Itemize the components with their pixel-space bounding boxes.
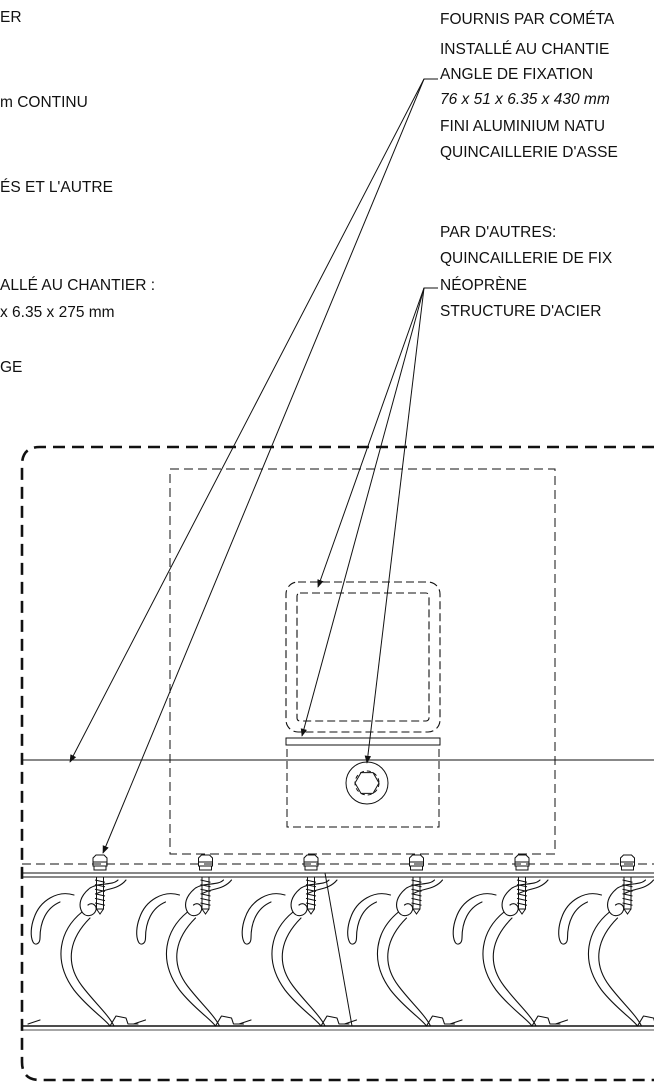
blade-profiles (27, 879, 654, 1027)
cometal-line-4: FINI ALUMINIUM NATU (440, 118, 605, 135)
cometal-line-1: INSTALLÉ AU CHANTIE (440, 41, 609, 58)
blade-profile (343, 879, 456, 1027)
leader-lines (69, 78, 438, 854)
left-note-3: ÉS ET L'AUTRE (0, 179, 113, 196)
rail-strip (22, 863, 654, 878)
blade-profile (238, 879, 350, 1027)
leader-others-neoprene (300, 287, 425, 737)
others-line-3: STRUCTURE D'ACIER (440, 303, 601, 320)
angle-leg-plate (286, 744, 440, 828)
steel-tube-section (285, 581, 441, 733)
fixation-angle-outline (169, 468, 556, 855)
cometal-line-5: QUINCAILLERIE D'ASSE (440, 144, 618, 161)
left-note-2: m CONTINU (0, 94, 88, 111)
blade-profile (449, 879, 561, 1027)
leader-cometal-hardware (102, 78, 425, 854)
left-note-6: GE (0, 359, 22, 376)
cometal-notes: FOURNIS PAR COMÉTA INSTALLÉ AU CHANTIE A… (440, 11, 618, 161)
others-line-1: QUINCAILLERIE DE FIX (440, 250, 613, 267)
cometal-line-3: 76 x 51 x 6.35 x 430 mm (440, 91, 610, 108)
cometal-line-2: ANGLE DE FIXATION (440, 66, 593, 83)
left-notes: ER m CONTINU ÉS ET L'AUTRE ALLÉ AU CHANT… (0, 9, 155, 376)
blade-profile (554, 879, 654, 1027)
left-note-4: ALLÉ AU CHANTIER : (0, 277, 155, 294)
neoprene-pad (285, 737, 441, 746)
blade-profile (132, 879, 245, 1027)
others-heading: PAR D'AUTRES: (440, 224, 556, 241)
others-line-2: NÉOPRÈNE (440, 277, 527, 294)
blade-profile (27, 879, 139, 1027)
leader-others-structure (317, 287, 438, 588)
left-note-5: x 6.35 x 275 mm (0, 304, 115, 321)
leader-cometal-angle (69, 78, 438, 763)
cometal-heading: FOURNIS PAR COMÉTA (440, 11, 615, 28)
detail-boundary (20, 445, 654, 1082)
leader-others-fastener (364, 287, 425, 764)
others-notes: PAR D'AUTRES: QUINCAILLERIE DE FIX NÉOPR… (440, 224, 613, 320)
bolt-fastener (345, 761, 389, 805)
diagonal-support (324, 872, 353, 1027)
left-note-1: ER (0, 9, 22, 26)
